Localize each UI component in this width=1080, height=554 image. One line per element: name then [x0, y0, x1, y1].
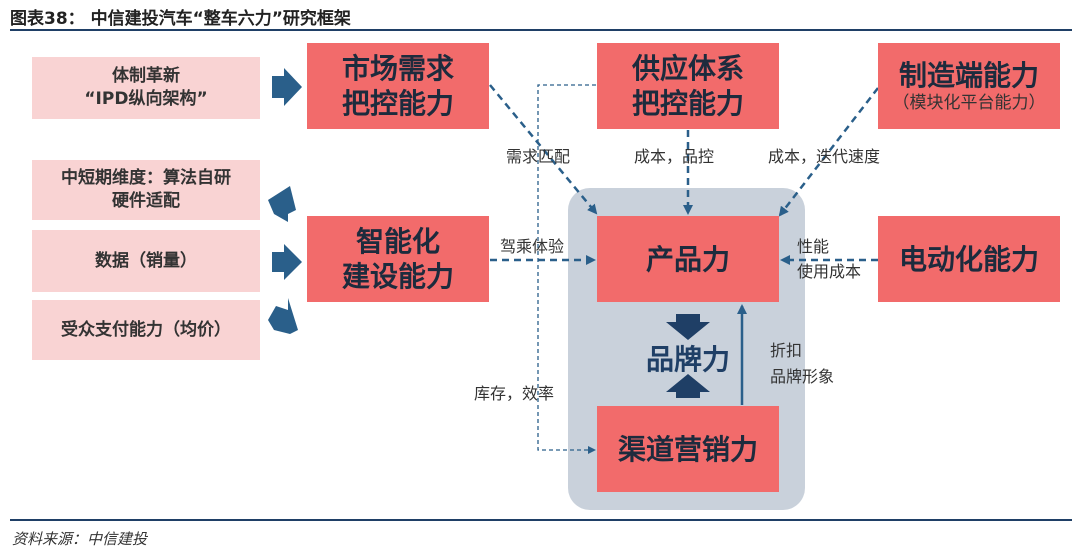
label-demand-match: 需求匹配	[506, 147, 571, 166]
input-pay-text: 受众支付能力（均价）	[61, 319, 231, 340]
node-electric: 电动化能力	[878, 216, 1060, 302]
input-algo-line2: 硬件适配	[112, 191, 180, 211]
bottom-rule	[10, 519, 1072, 521]
label-discount: 折扣	[770, 341, 803, 360]
arrow-manufacturing-to-product	[778, 87, 879, 217]
node-supply-system: 供应体系 把控能力	[597, 43, 779, 129]
input-ipd-line2: “IPD纵向架构”	[84, 89, 208, 109]
block-arrow-pay	[268, 298, 298, 334]
input-algorithm: 中短期维度：算法自研 硬件适配	[32, 160, 260, 220]
input-ipd-line1: 体制革新	[112, 66, 180, 87]
manufacturing-title: 制造端能力	[898, 59, 1039, 93]
label-cost-iteration: 成本，迭代速度	[768, 147, 881, 166]
electric-text: 电动化能力	[898, 242, 1039, 276]
market-line2: 把控能力	[341, 87, 454, 120]
market-line1: 市场需求	[341, 52, 454, 85]
figure-title: 图表38： 中信建投汽车“整车六力”研究框架	[10, 9, 351, 29]
node-brand: 品牌力	[645, 343, 730, 376]
top-rule	[10, 29, 1072, 31]
label-use-cost: 使用成本	[797, 262, 862, 281]
brand-down-arrow	[666, 314, 710, 340]
node-channel: 渠道营销力	[597, 406, 779, 492]
smart-line1: 智能化	[355, 225, 440, 258]
node-smart: 智能化 建设能力	[307, 216, 489, 302]
input-ipd: 体制革新 “IPD纵向架构”	[32, 57, 260, 119]
label-performance: 性能	[797, 237, 830, 256]
smart-line2: 建设能力	[341, 260, 454, 293]
block-arrow-ipd	[272, 68, 302, 106]
input-data-text: 数据（销量）	[95, 250, 197, 271]
block-arrow-algo	[268, 186, 296, 222]
block-arrow-data	[272, 244, 302, 280]
label-inventory-efficiency: 库存，效率	[474, 384, 555, 403]
label-driving-experience: 驾乘体验	[500, 237, 565, 256]
node-product: 产品力	[597, 216, 779, 302]
product-text: 产品力	[645, 242, 730, 276]
channel-text: 渠道营销力	[617, 432, 758, 466]
brand-up-arrow	[666, 374, 710, 398]
source-note: 资料来源：中信建投	[12, 530, 148, 548]
manufacturing-subtitle: （模块化平台能力）	[892, 93, 1046, 114]
input-data: 数据（销量）	[32, 230, 260, 292]
node-market-demand: 市场需求 把控能力	[307, 43, 489, 129]
label-brand-image: 品牌形象	[770, 367, 835, 386]
node-manufacturing: 制造端能力 （模块化平台能力）	[878, 43, 1060, 129]
input-pay: 受众支付能力（均价）	[32, 300, 260, 360]
supply-line2: 把控能力	[631, 87, 744, 120]
input-algo-line1: 中短期维度：算法自研	[61, 168, 231, 189]
label-cost-quality: 成本，品控	[634, 147, 715, 166]
arrow-supply-to-channel	[537, 84, 596, 454]
supply-line1: 供应体系	[631, 52, 744, 85]
arrow-market-to-product	[489, 84, 598, 215]
